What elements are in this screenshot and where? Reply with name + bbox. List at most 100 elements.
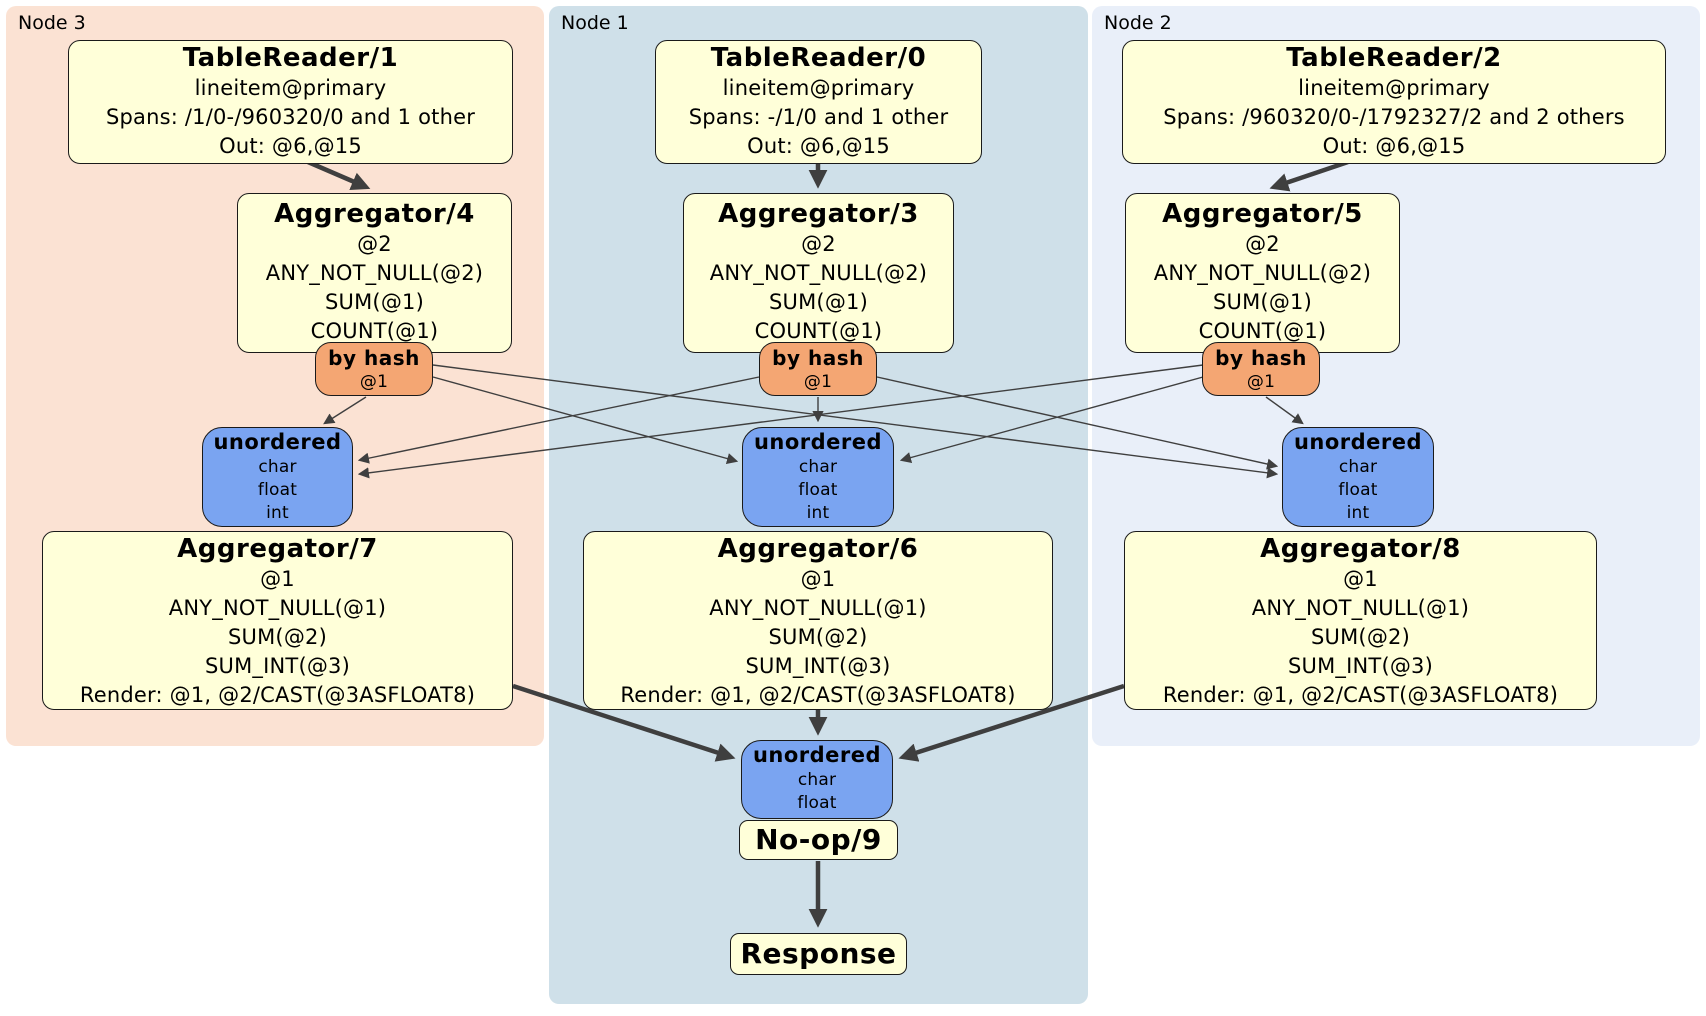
box-line: Spans: /1/0-/960320/0 and 1 other bbox=[105, 105, 476, 129]
box-line: Render: @1, @2/CAST(@3ASFLOAT8) bbox=[1162, 683, 1559, 707]
box-line: COUNT(@1) bbox=[1198, 319, 1327, 343]
router-by-hash-right: by hash @1 bbox=[1202, 342, 1320, 396]
box-line: Out: @6,@15 bbox=[747, 134, 890, 158]
box-title: Aggregator/7 bbox=[177, 534, 378, 564]
box-line: COUNT(@1) bbox=[754, 319, 883, 343]
box-line: float bbox=[1338, 480, 1378, 500]
box-line: @1 bbox=[260, 567, 295, 591]
processor-aggregator-3: Aggregator/3 @2 ANY_NOT_NULL(@2) SUM(@1)… bbox=[683, 193, 954, 353]
processor-aggregator-4: Aggregator/4 @2 ANY_NOT_NULL(@2) SUM(@1)… bbox=[237, 193, 512, 353]
box-title: Aggregator/3 bbox=[718, 199, 919, 229]
box-line: @1 bbox=[800, 567, 836, 591]
box-line: int bbox=[266, 503, 289, 523]
sync-unordered-mid: unordered char float int bbox=[742, 427, 894, 527]
panel-node-2-label: Node 2 bbox=[1104, 12, 1172, 34]
box-title: Aggregator/6 bbox=[717, 534, 919, 564]
box-line: int bbox=[1346, 503, 1370, 523]
box-title: Aggregator/4 bbox=[274, 199, 475, 229]
box-title: Aggregator/5 bbox=[1162, 199, 1363, 229]
edge-byhash-right-to-unordered-left bbox=[357, 364, 1204, 479]
box-title: unordered bbox=[213, 430, 342, 454]
processor-aggregator-5: Aggregator/5 @2 ANY_NOT_NULL(@2) SUM(@1)… bbox=[1125, 193, 1400, 353]
box-title: by hash bbox=[328, 346, 420, 370]
processor-tablereader-0: TableReader/0 lineitem@primary Spans: -/… bbox=[655, 40, 982, 164]
sync-unordered-final: unordered char float bbox=[741, 740, 893, 819]
box-title: No-op/9 bbox=[755, 823, 882, 856]
edge-tablereader2-to-aggregator5 bbox=[1269, 159, 1349, 192]
box-line: @1 bbox=[1246, 372, 1276, 392]
box-line: SUM_INT(@3) bbox=[1288, 654, 1433, 678]
panel-node-3-label: Node 3 bbox=[18, 12, 86, 34]
box-line: lineitem@primary bbox=[194, 76, 387, 100]
box-line: ANY_NOT_NULL(@2) bbox=[1153, 261, 1372, 285]
box-line: SUM(@2) bbox=[228, 625, 327, 649]
box-line: Spans: -/1/0 and 1 other bbox=[688, 105, 949, 129]
processor-response: Response bbox=[730, 933, 907, 975]
box-title: by hash bbox=[1215, 346, 1307, 370]
box-line: Render: @1, @2/CAST(@3ASFLOAT8) bbox=[79, 683, 476, 707]
box-line: @1 bbox=[359, 372, 389, 392]
edge-byhash-right-to-unordered-mid bbox=[899, 376, 1204, 464]
box-line: @2 bbox=[801, 232, 836, 256]
panel-node-1-label: Node 1 bbox=[561, 12, 629, 34]
box-title: Aggregator/8 bbox=[1260, 534, 1461, 564]
box-line: SUM(@1) bbox=[325, 290, 424, 314]
box-line: SUM(@1) bbox=[769, 290, 868, 314]
box-line: COUNT(@1) bbox=[310, 319, 439, 343]
box-line: @1 bbox=[803, 372, 833, 392]
router-by-hash-mid: by hash @1 bbox=[759, 342, 877, 396]
processor-noop-9: No-op/9 bbox=[739, 820, 898, 860]
sync-unordered-right: unordered char float int bbox=[1282, 427, 1434, 527]
edge-byhash-right-to-unordered-right bbox=[1265, 396, 1304, 425]
edge-aggregator7-to-unordered-final bbox=[512, 683, 736, 762]
processor-tablereader-1: TableReader/1 lineitem@primary Spans: /1… bbox=[68, 40, 513, 164]
edge-byhash-left-to-unordered-left bbox=[323, 396, 367, 425]
box-line: ANY_NOT_NULL(@1) bbox=[709, 596, 927, 620]
edge-tablereader1-to-aggregator4 bbox=[307, 159, 371, 191]
box-line: Out: @6,@15 bbox=[1322, 134, 1466, 158]
box-title: by hash bbox=[772, 346, 864, 370]
box-line: @2 bbox=[357, 232, 392, 256]
router-by-hash-left: by hash @1 bbox=[315, 342, 433, 396]
box-line: char bbox=[798, 457, 838, 477]
box-line: char bbox=[1338, 457, 1378, 477]
box-line: SUM(@2) bbox=[1311, 625, 1410, 649]
sync-unordered-left: unordered char float int bbox=[202, 427, 353, 527]
box-line: ANY_NOT_NULL(@2) bbox=[709, 261, 928, 285]
box-line: ANY_NOT_NULL(@1) bbox=[1251, 596, 1470, 620]
box-line: lineitem@primary bbox=[722, 76, 915, 100]
edge-byhash-mid-to-unordered-right bbox=[876, 376, 1279, 470]
box-line: @1 bbox=[1343, 567, 1378, 591]
box-line: lineitem@primary bbox=[1298, 76, 1490, 100]
processor-aggregator-8: Aggregator/8 @1 ANY_NOT_NULL(@1) SUM(@2)… bbox=[1124, 531, 1597, 710]
box-line: float bbox=[798, 480, 838, 500]
box-line: SUM(@2) bbox=[768, 625, 868, 649]
box-line: SUM_INT(@3) bbox=[745, 654, 891, 678]
edge-byhash-left-to-unordered-right bbox=[432, 364, 1279, 479]
box-title: Response bbox=[740, 937, 897, 970]
edge-aggregator8-to-unordered-final bbox=[898, 683, 1125, 762]
box-title: TableReader/1 bbox=[182, 43, 399, 73]
box-line: SUM(@1) bbox=[1213, 290, 1312, 314]
box-line: SUM_INT(@3) bbox=[205, 654, 350, 678]
edge-byhash-mid-to-unordered-left bbox=[357, 376, 760, 464]
processor-tablereader-2: TableReader/2 lineitem@primary Spans: /9… bbox=[1122, 40, 1666, 164]
box-title: unordered bbox=[752, 743, 882, 767]
processor-aggregator-6: Aggregator/6 @1 ANY_NOT_NULL(@1) SUM(@2)… bbox=[583, 531, 1053, 710]
box-line: ANY_NOT_NULL(@2) bbox=[265, 261, 484, 285]
box-line: ANY_NOT_NULL(@1) bbox=[168, 596, 387, 620]
box-title: TableReader/0 bbox=[710, 43, 927, 73]
processor-aggregator-7: Aggregator/7 @1 ANY_NOT_NULL(@1) SUM(@2)… bbox=[42, 531, 513, 710]
box-line: float bbox=[797, 793, 837, 813]
box-title: unordered bbox=[1293, 430, 1423, 454]
box-line: float bbox=[257, 480, 298, 500]
box-line: int bbox=[806, 503, 830, 523]
box-line: Spans: /960320/0-/1792327/2 and 2 others bbox=[1163, 105, 1625, 129]
box-title: TableReader/2 bbox=[1286, 43, 1502, 73]
edge-byhash-left-to-unordered-mid bbox=[432, 376, 739, 465]
box-line: Render: @1, @2/CAST(@3ASFLOAT8) bbox=[620, 683, 1016, 707]
box-title: unordered bbox=[753, 430, 883, 454]
box-line: Out: @6,@15 bbox=[219, 134, 362, 158]
